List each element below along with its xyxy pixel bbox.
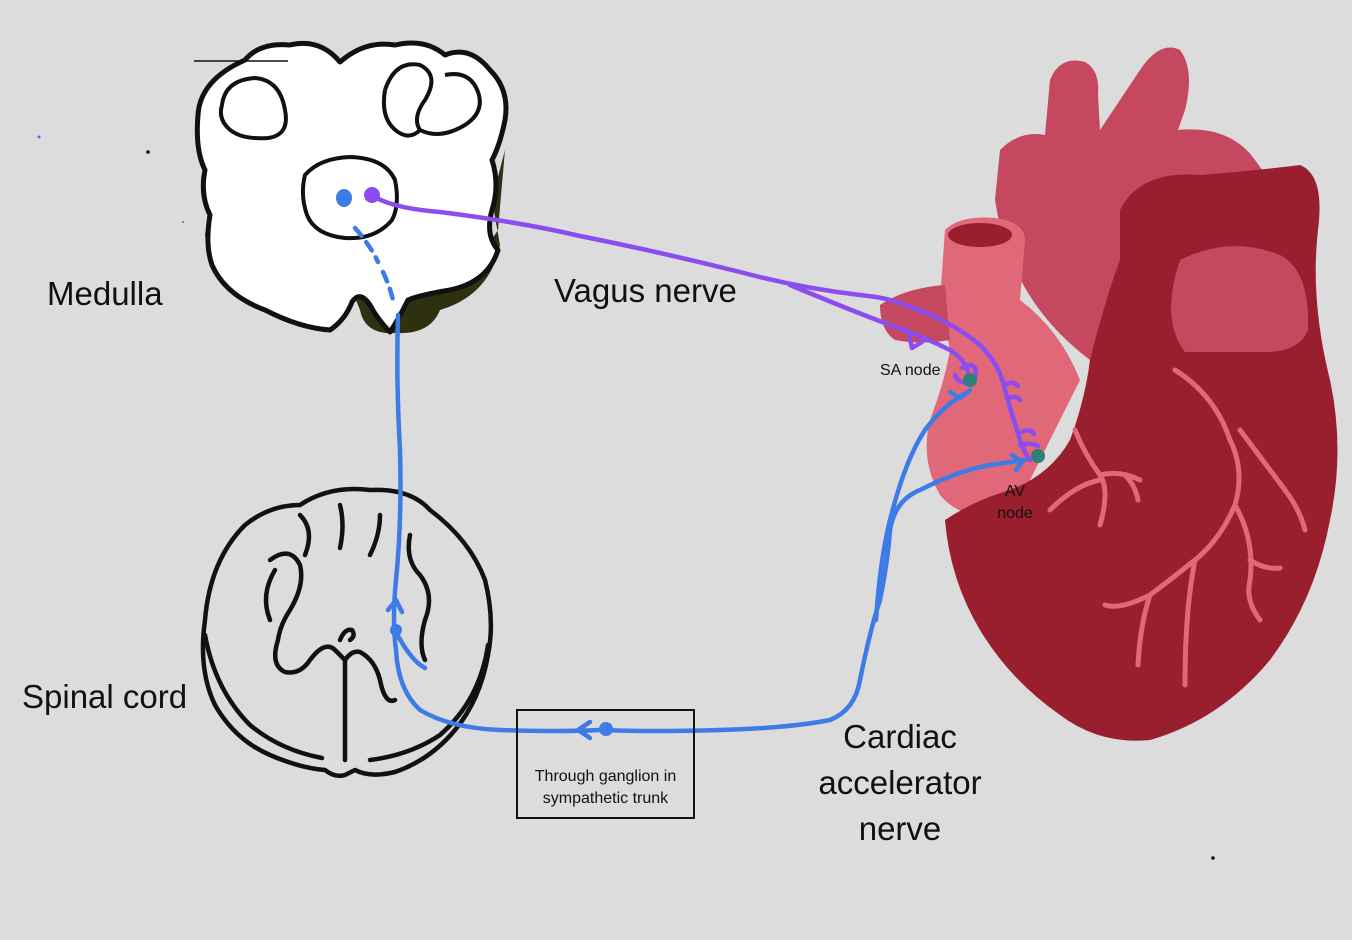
av-node-label-line2: node (997, 505, 1033, 522)
av-node-dot (1031, 449, 1045, 463)
cardiac-label-line1: Cardiac (843, 718, 957, 755)
vagus-nerve-label: Vagus nerve (554, 272, 737, 309)
ganglion-blue-dot (599, 722, 613, 736)
heart-illustration (880, 47, 1338, 741)
spinal-cord-label: Spinal cord (22, 678, 188, 715)
sa-node-label: SA node (880, 362, 941, 379)
medulla-blue-dot (336, 189, 352, 207)
av-node-label-line1: AV (1004, 483, 1026, 500)
medulla-label: Medulla (47, 275, 163, 312)
sa-node-dot (963, 373, 977, 387)
vagus-nerve-path (369, 192, 1041, 463)
av-node-label: AV node (988, 481, 1042, 525)
ganglion-box: Through ganglion in sympathetic trunk (516, 709, 695, 819)
vena-cava (926, 217, 1080, 520)
ganglion-label: Through ganglion in sympathetic trunk (534, 768, 677, 807)
spinal-cord-outline (200, 486, 494, 779)
cardiac-label-line2: accelerator (818, 764, 982, 801)
cardiac-label-line3: nerve (858, 810, 942, 847)
spinal-blue-dot (390, 624, 402, 636)
medulla-illustration (194, 40, 509, 335)
medulla-outline (194, 40, 509, 335)
cardiac-accelerator-nerve-label: Cardiac accelerator nerve (800, 714, 1000, 852)
spinal-cord-illustration (200, 486, 494, 779)
sympathetic-pathway (352, 225, 1028, 741)
vagus-origin-dot (364, 187, 380, 203)
medulla-center (300, 154, 399, 241)
medulla-left-lobe (218, 75, 288, 141)
